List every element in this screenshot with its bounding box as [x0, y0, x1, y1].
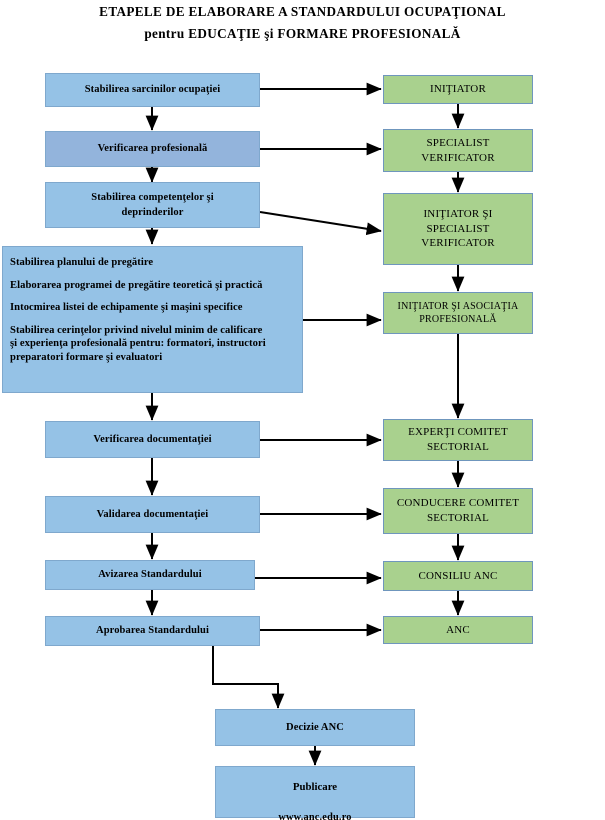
node-verificarea-documentatiei[interactable]: Verificarea documentaţiei [45, 421, 260, 458]
arrow-elbow-aprobare-to-decizie [212, 646, 285, 709]
node-initiator-si-asociatia-profesionala[interactable]: INIŢIATOR ŞI ASOCIAŢIA PROFESIONALĂ [383, 292, 533, 334]
node-label: INIŢIATOR ŞI ASOCIAŢIA PROFESIONALĂ [397, 300, 519, 326]
node-label: INIŢIATOR ŞI SPECIALIST VERIFICATOR [421, 207, 495, 250]
node-label: Validarea documentaţiei [96, 508, 209, 520]
arrow-cross-diagonal [259, 211, 382, 236]
node-label: EXPERŢI COMITET SECTORIAL [408, 426, 508, 453]
publicare-title: Publicare [292, 781, 338, 793]
node-label: SPECIALIST VERIFICATOR [421, 136, 495, 164]
task-item: Stabilirea planului de pregătire [10, 257, 154, 268]
task-item: Intocmirea listei de echipamente şi maşi… [10, 302, 243, 314]
node-label: CONSILIU ANC [418, 569, 498, 582]
node-consiliu-anc[interactable]: CONSILIU ANC [383, 561, 533, 591]
node-experti-comitet-sectorial[interactable]: EXPERŢI COMITET SECTORIAL [383, 419, 533, 461]
node-label: Aprobarea Standardului [96, 625, 209, 637]
node-stabilirea-competentelor[interactable]: Stabilirea competenţelor şi deprinderilo… [45, 182, 260, 228]
node-publicare[interactable]: Publicare www.anc.edu.ro [215, 766, 415, 820]
task-list: Stabilirea planului de pregătire Elabora… [10, 256, 295, 364]
node-label: INIŢIATOR [430, 83, 486, 96]
node-label: Verificarea profesională [97, 143, 208, 155]
node-stabilirea-sarcinilor[interactable]: Stabilirea sarcinilor ocupaţiei [45, 73, 260, 107]
publicare-url: www.anc.edu.ro [278, 812, 352, 820]
node-initiator[interactable]: INIŢIATOR [383, 75, 533, 104]
node-label: Stabilirea competenţelor şi deprinderilo… [91, 191, 214, 218]
node-initiator-si-specialist-verificator[interactable]: INIŢIATOR ŞI SPECIALIST VERIFICATOR [383, 193, 533, 265]
node-avizarea-standardului[interactable]: Avizarea Standardului [45, 560, 255, 590]
node-conducere-comitet-sectorial[interactable]: CONDUCERE COMITET SECTORIAL [383, 488, 533, 534]
node-label: Verificarea documentaţiei [93, 433, 212, 445]
title-line-2: pentru EDUCAŢIE şi FORMARE PROFESIONALĂ [144, 26, 461, 42]
node-specialist-verificator[interactable]: SPECIALIST VERIFICATOR [383, 129, 533, 172]
node-label: Decizie ANC [286, 721, 344, 733]
node-label: Stabilirea sarcinilor ocupaţiei [84, 84, 221, 96]
node-bloc-pregatire[interactable]: Stabilirea planului de pregătire Elabora… [2, 246, 303, 393]
node-decizie-anc[interactable]: Decizie ANC [215, 709, 415, 746]
node-verificarea-profesionala[interactable]: Verificarea profesională [45, 131, 260, 167]
task-item: Elaborarea programei de pregătire teoret… [10, 279, 263, 291]
node-anc[interactable]: ANC [383, 616, 533, 644]
diagram-title: ETAPELE DE ELABORARE A STANDARDULUI OCUP… [0, 0, 605, 42]
node-validarea-documentatiei[interactable]: Validarea documentaţiei [45, 496, 260, 533]
node-label: ANC [446, 623, 470, 636]
node-label: CONDUCERE COMITET SECTORIAL [396, 497, 520, 524]
task-item: Stabilirea cerinţelor privind nivelul mi… [10, 324, 266, 363]
title-line-1: ETAPELE DE ELABORARE A STANDARDULUI OCUP… [99, 4, 506, 19]
node-aprobarea-standardului[interactable]: Aprobarea Standardului [45, 616, 260, 646]
node-label: Avizarea Standardului [98, 569, 202, 581]
